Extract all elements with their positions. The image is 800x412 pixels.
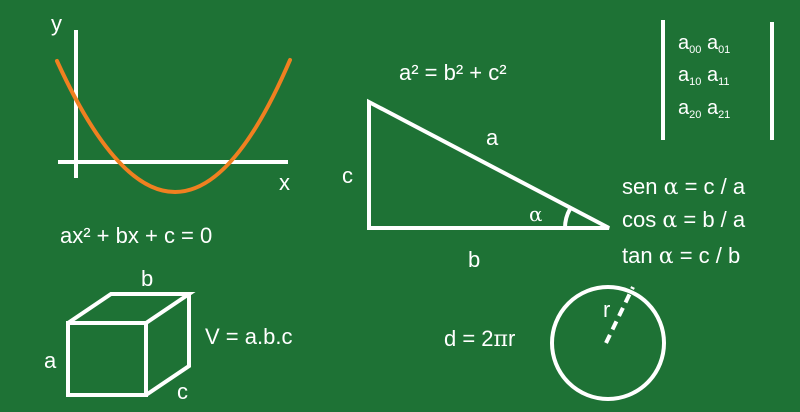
circle-figure [550, 285, 666, 401]
matrix-cell: a21 [706, 97, 731, 121]
matrix-row: a20 a21 [678, 98, 730, 121]
angle-arc [562, 208, 572, 229]
hypotenuse-label: a [486, 125, 499, 150]
x-axis-label: x [279, 170, 290, 195]
trig-fn: tan [622, 243, 653, 268]
cube-label-b: b [141, 266, 154, 291]
trig-tan-line: tan α = c / b [622, 245, 740, 268]
matrix-row: a10 a11 [678, 65, 729, 88]
radius-label: r [603, 297, 611, 322]
cube-label-a: a [44, 348, 57, 373]
side-c-label: c [342, 163, 353, 188]
circle-shape [550, 285, 666, 401]
trig-rhs: = c / b [679, 243, 741, 268]
cube-front-face [66, 321, 148, 397]
matrix-cell: a01 [706, 32, 731, 56]
trig-cos-line: cos α = b / a [622, 209, 745, 232]
trig-rhs: = b / a [683, 207, 746, 232]
parabola-curve [55, 58, 292, 194]
pi-symbol: π [493, 327, 509, 352]
matrix-row: a00 a01 [678, 33, 730, 56]
cube [66, 292, 196, 397]
cube-label-c: c [177, 379, 188, 404]
cube-side-face [144, 294, 191, 397]
trig-fn: cos [622, 207, 657, 232]
quadratic-equation: ax² + bx + c = 0 [60, 223, 213, 248]
angle-label: α [529, 202, 543, 226]
diameter-suffix: r [508, 326, 516, 351]
pythagorean-equation: a² = b² + c² [399, 60, 507, 85]
radius-line [604, 286, 635, 344]
side-b-label: b [468, 247, 481, 272]
volume-formula: V = a.b.c [205, 324, 293, 349]
trig-sen-line: sen α = c / a [622, 176, 745, 199]
diameter-formula: d = 2πr [444, 328, 515, 351]
matrix-cell: a11 [706, 64, 730, 88]
trig-fn: sen [622, 174, 658, 199]
parabola-plot [55, 30, 292, 194]
y-axis-label: y [51, 11, 62, 36]
triangle-shape [367, 98, 610, 230]
cube-top-face [66, 292, 196, 325]
right-triangle [367, 98, 610, 230]
trig-rhs: = c / a [684, 174, 746, 199]
diameter-prefix: d = 2 [444, 326, 494, 351]
matrix-cell: a10 [678, 64, 702, 88]
trig-angle: α [663, 175, 679, 200]
matrix-cell: a20 [678, 97, 702, 121]
matrix-cell: a00 [678, 32, 702, 56]
trig-angle: α [662, 208, 678, 233]
matrix-brackets [661, 20, 774, 140]
trig-angle: α [658, 244, 674, 269]
